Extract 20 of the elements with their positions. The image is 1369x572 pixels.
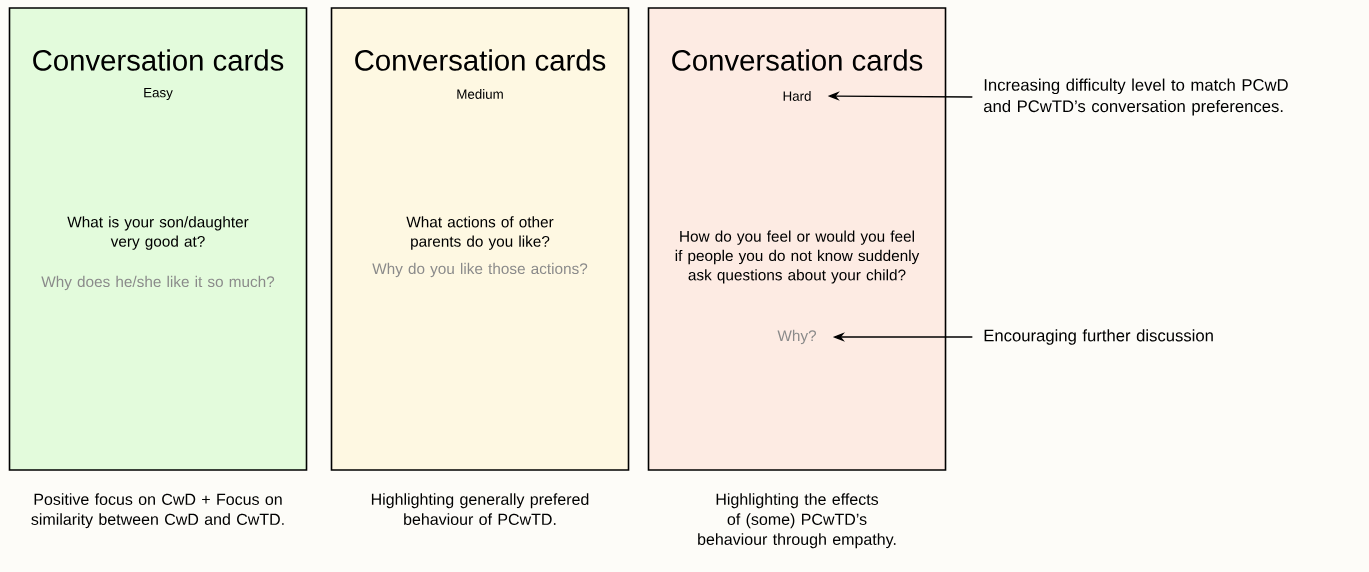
follow-up-question: Why do you like those actions?: [372, 262, 588, 278]
follow-up-question: Why?: [777, 329, 817, 345]
card-caption: Highlighting the effects of (some) PCwTD’s behaviour through empathy.: [698, 493, 896, 549]
card: [330, 7, 630, 471]
card-title: Conversation cards: [672, 49, 923, 71]
annotation-text: Encouraging further discussion: [984, 329, 1213, 345]
card: [8, 7, 308, 471]
card-caption: Positive focus on CwD + Focus on similarity between CwD and CwTD.: [31, 493, 284, 529]
card-title: Conversation cards: [355, 49, 606, 71]
card-caption: Highlighting generally prefered behaviour of PCwTD.: [371, 493, 589, 525]
difficulty-label: Hard: [783, 91, 811, 101]
question-text: What is your son/daughter very good at?: [67, 216, 249, 250]
annotation-text: Increasing difficulty level to match PCwD and PCwTD’s conversation preferences.: [984, 78, 1288, 116]
follow-up-question: Why does he/she like it so much?: [41, 275, 275, 291]
difficulty-label: Medium: [457, 89, 503, 99]
question-text: How do you feel or would you feel if people you do not know suddenly ask questions about your child?: [675, 230, 920, 284]
card: [647, 7, 947, 471]
card-title: Conversation cards: [33, 49, 284, 71]
difficulty-label: Easy: [144, 88, 173, 100]
question-text: What actions of other parents do you like?: [406, 216, 554, 250]
